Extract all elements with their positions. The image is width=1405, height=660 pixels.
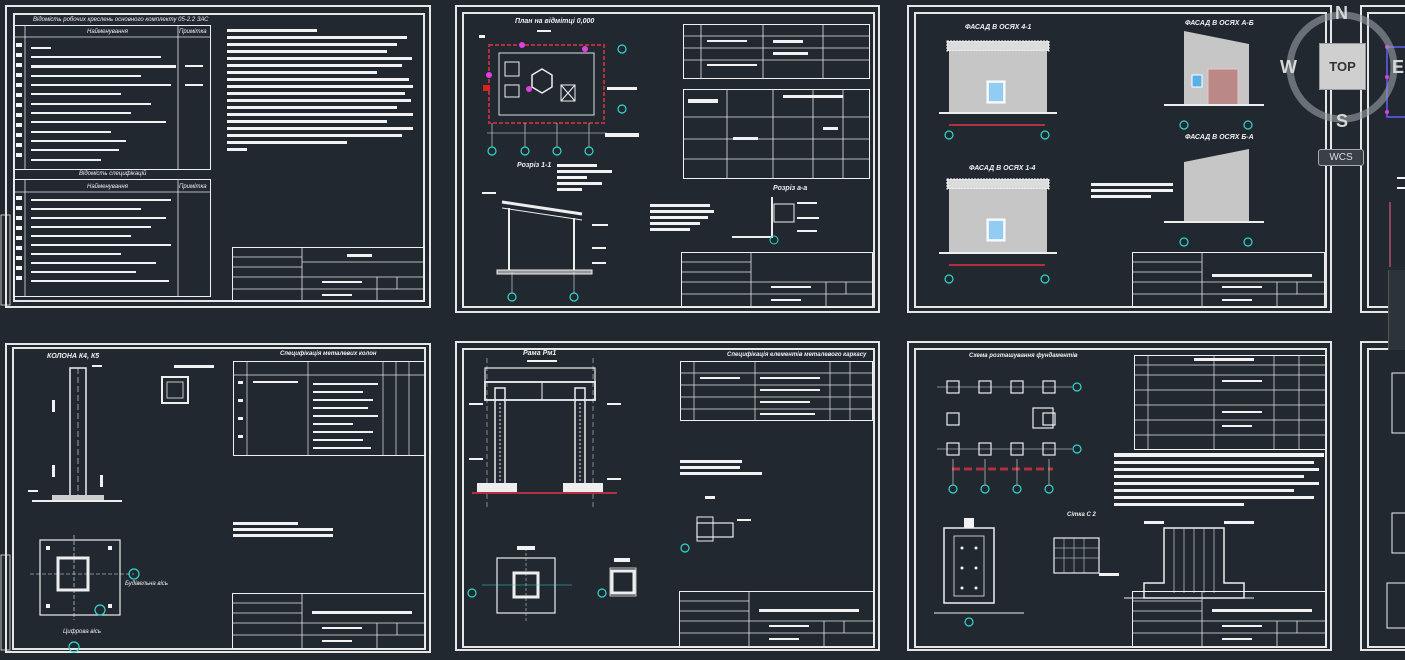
facade-b-a-title: ФАСАД В ОСЯХ Б-А	[1185, 134, 1254, 141]
general-notes-text	[227, 29, 413, 151]
compass-north-label[interactable]: N	[1335, 3, 1348, 23]
col-header-note: Примітка	[179, 29, 207, 35]
mesh-c2-title: Сітка С 2	[1067, 512, 1096, 518]
title-block-lines	[681, 252, 873, 308]
notes-block-2	[557, 164, 612, 191]
spec-table-mid-lines	[683, 89, 870, 179]
title-block-lines	[232, 593, 426, 649]
building-axis-note: Будівельна вісь	[125, 581, 169, 587]
frame-spec-rows	[680, 361, 873, 421]
foundation-plan-title: Схема розташування фундаментів	[969, 353, 1078, 359]
column-spec-table	[233, 361, 426, 456]
section-a-a-title: Розріз а-а	[773, 185, 808, 192]
spec-table-mid	[683, 89, 870, 179]
sheet-frame	[1367, 348, 1405, 648]
floor-plan-drawing	[479, 30, 639, 156]
frame-spec-title: Специфікація елементів металевого каркас…	[727, 352, 867, 358]
frame-drawing	[469, 358, 621, 508]
notes-block	[233, 522, 333, 537]
callout-block	[1091, 183, 1173, 198]
digital-axis-note: Цифрова вісь	[63, 629, 102, 635]
drawing-sheet-3[interactable]: ФАСАД В ОСЯХ 4-1 ФАСАД В ОСЯХ А-Б ФАСАД …	[907, 5, 1332, 313]
facade-1-4-drawing	[939, 178, 1057, 284]
facade-a-b-title: ФАСАД В ОСЯХ А-Б	[1185, 20, 1254, 27]
partial-drawing	[1386, 372, 1405, 629]
spec-table-top-lines	[683, 24, 870, 79]
sheet-frame	[12, 347, 426, 650]
title-block	[1132, 591, 1327, 648]
foundation-spec-table	[1134, 355, 1327, 450]
title-block-lines	[1132, 252, 1325, 308]
drawings-list-table	[13, 25, 211, 170]
viewcube-compass-ring[interactable]	[1285, 0, 1398, 140]
title-block	[681, 252, 873, 308]
plan-title: План на відмітці 0,000	[515, 18, 595, 25]
partial-drawing	[1385, 45, 1405, 267]
section-1-1-title: Розріз 1-1	[517, 162, 552, 169]
facade-1-4-title: ФАСАД В ОСЯХ 1-4	[969, 165, 1036, 172]
column-spec-rows	[233, 361, 426, 456]
drawing-sheet-2[interactable]: План на відмітці 0,000 Розріз 1-1	[455, 5, 880, 313]
title-block	[232, 247, 425, 302]
facade-4-1-title: ФАСАД В ОСЯХ 4-1	[965, 24, 1032, 31]
foundation-spec-rows	[1134, 355, 1327, 450]
facade-b-a-drawing	[1164, 149, 1264, 247]
base-plate-details	[467, 546, 637, 623]
facade-4-1-drawing	[939, 40, 1057, 140]
drawings-list-rows	[13, 25, 211, 170]
column-title: КОЛОНА К4, К5	[47, 353, 100, 360]
drawing-sheet-4[interactable]: КОЛОНА К4, К5 Будівельна вісь Цифрова ві…	[5, 343, 431, 653]
compass-east-label[interactable]: E	[1392, 57, 1405, 77]
notes-block	[680, 460, 762, 475]
compass-south-label[interactable]: S	[1336, 111, 1349, 131]
foundation-detail-drawing	[1124, 521, 1254, 599]
drawing-sheet-1[interactable]: Відомість робочих креслень основного ком…	[5, 5, 431, 308]
drawing-sheet-8-partial[interactable]	[1360, 341, 1405, 651]
mesh-c2-drawing	[1053, 537, 1119, 576]
section-1-1-drawing	[482, 192, 608, 302]
callout-block	[650, 204, 714, 231]
specs-list-rows	[13, 179, 211, 297]
specs-list-table	[13, 179, 211, 297]
spec-table-top	[683, 24, 870, 79]
sheet-frame	[462, 12, 875, 308]
frame-title: Рама Рм1	[523, 350, 557, 357]
title-block	[679, 591, 874, 648]
title-block	[1132, 252, 1325, 308]
left-margin-marks	[0, 214, 11, 651]
section-a-a-drawing	[732, 197, 819, 245]
drawing-sheet-6[interactable]: Схема розташування фундаментів Сітка С 2	[907, 341, 1332, 651]
column-spec-title: Специфікація металевих колон	[280, 351, 377, 357]
title-block-lines	[232, 247, 425, 302]
column-drawing	[28, 365, 140, 653]
section-detail	[161, 365, 214, 404]
title-block-lines	[679, 591, 874, 648]
col-header-note-2: Примітка	[179, 184, 207, 190]
sheet-frame	[914, 348, 1327, 648]
col-header-name-2: Найменування	[87, 184, 128, 190]
drawing-sheet-5[interactable]: Рама Рм1 Специфікація елементів металево…	[455, 341, 880, 651]
connection-detail	[680, 496, 751, 553]
col-header-name: Найменування	[87, 29, 128, 35]
facade-a-b-drawing	[1164, 31, 1264, 130]
scrollbar-handle[interactable]	[1388, 270, 1405, 350]
sheet-frame	[462, 348, 875, 648]
notes-block	[1114, 453, 1324, 506]
title-block-lines	[1132, 591, 1327, 648]
frame-spec-table	[680, 361, 873, 421]
sheet-frame	[1367, 12, 1405, 308]
foundation-section-drawing	[934, 518, 1024, 627]
wcs-menu-button[interactable]: WCS	[1318, 149, 1364, 166]
foundation-plan-drawing	[937, 380, 1082, 494]
title-block	[232, 593, 426, 649]
sheet-frame	[13, 13, 425, 302]
specs-list-title: Відомість специфікацій	[79, 171, 147, 177]
viewcube-top-face[interactable]: TOP	[1319, 43, 1366, 90]
sheet-title: Відомість робочих креслень основного ком…	[33, 17, 209, 23]
compass-west-label[interactable]: W	[1280, 57, 1297, 77]
